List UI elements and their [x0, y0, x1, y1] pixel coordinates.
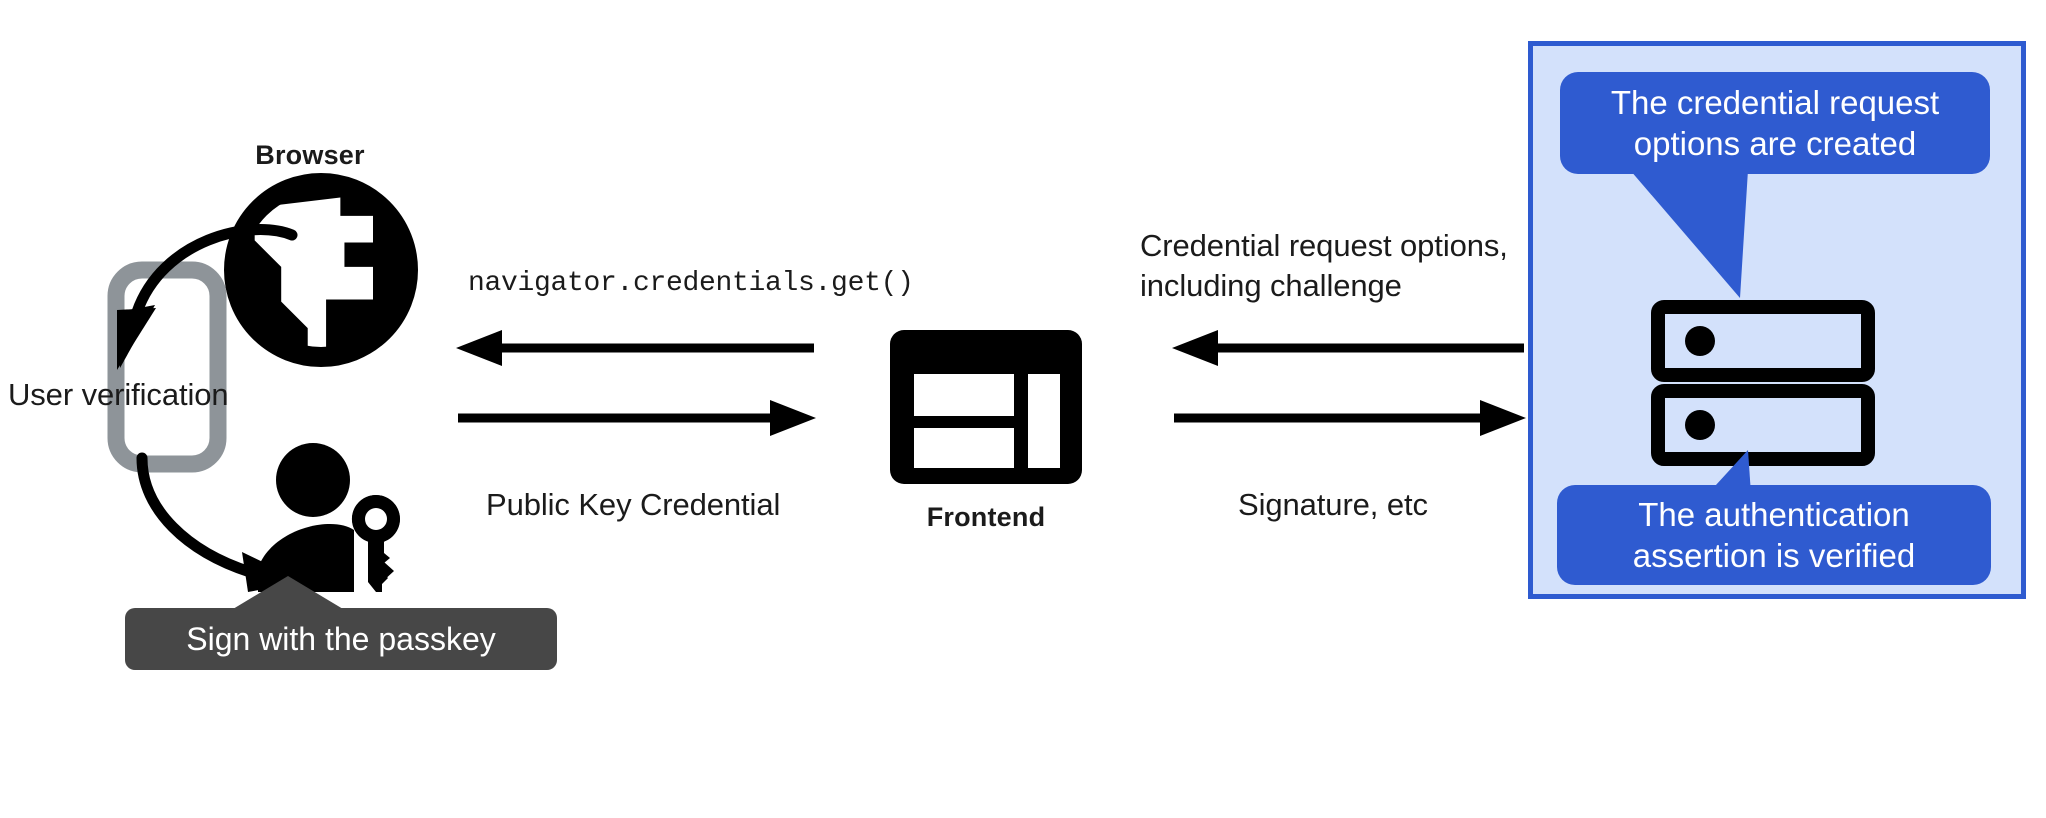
callout-authentication-assertion-verified: The authentication assertion is verified — [1557, 485, 1991, 585]
arrow-frontend-to-server — [1174, 400, 1526, 436]
arrow-browser-to-frontend — [458, 400, 816, 436]
passkey-tooltip: Sign with the passkey — [125, 608, 557, 670]
arrow-server-to-frontend — [1172, 330, 1524, 366]
passkey-tooltip-tail — [228, 576, 348, 612]
top-callout-tail — [1630, 170, 1748, 298]
frontend-label: Frontend — [926, 502, 1046, 532]
flow-label-credential-request-options-line1: Credential request options, — [1140, 228, 1508, 263]
person-with-key-icon — [258, 440, 406, 592]
arrow-browser-to-phone — [117, 224, 298, 370]
layout-window-icon — [888, 328, 1084, 486]
arrow-frontend-to-browser — [456, 330, 814, 366]
user-verification-label: User verification — [8, 377, 229, 412]
flow-label-signature-etc: Signature, etc — [1238, 487, 1428, 522]
browser-label: Browser — [255, 140, 365, 170]
flow-label-navigator-credentials-get: navigator.credentials.get() — [468, 268, 914, 299]
server-rack-icon — [1651, 300, 1875, 466]
flow-label-credential-request-options-line2: including challenge — [1140, 268, 1402, 303]
flow-label-public-key-credential: Public Key Credential — [486, 487, 781, 522]
callout-credential-request-options-created: The credential request options are creat… — [1560, 72, 1990, 174]
